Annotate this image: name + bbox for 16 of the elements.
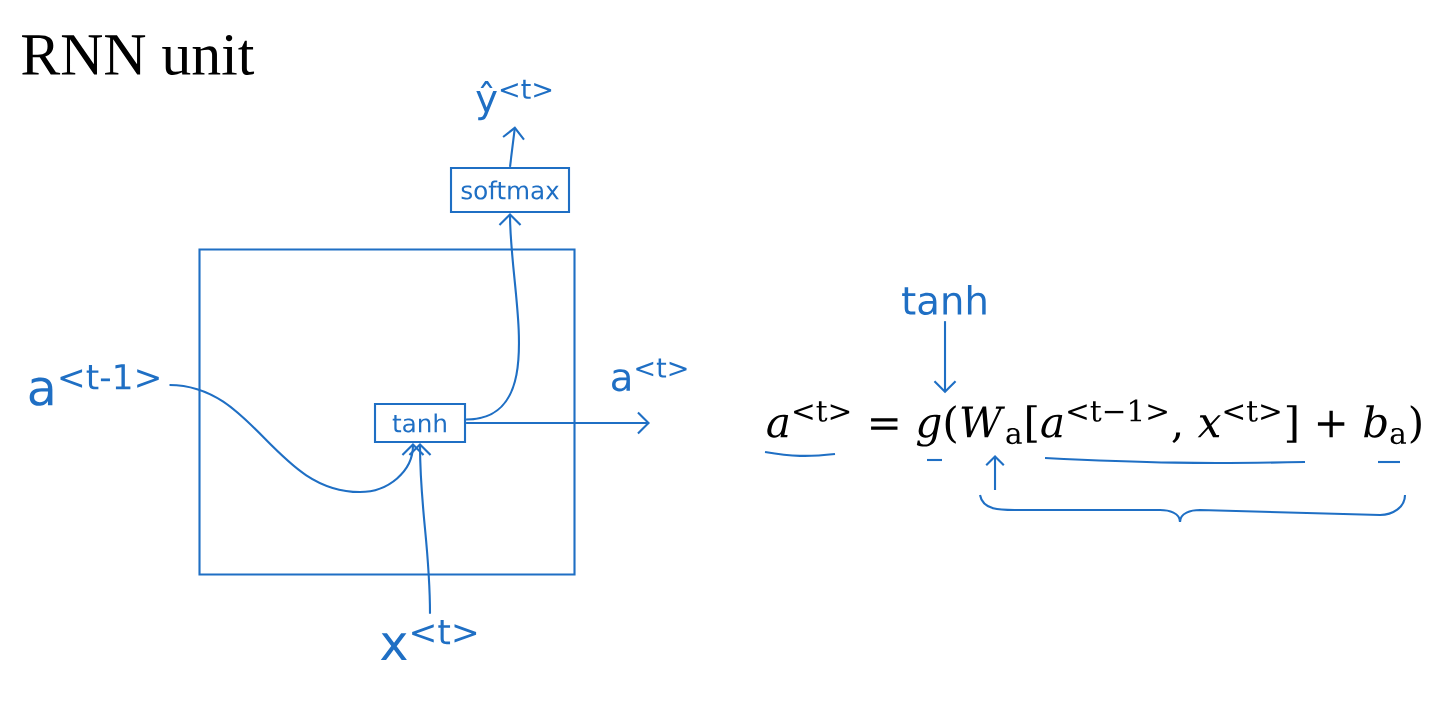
title: RNN unit — [22, 34, 255, 76]
arrow — [408, 443, 432, 614]
label-text: a$^{<t-1>}$ — [29, 364, 159, 406]
arrow — [169, 383, 425, 494]
arrow — [465, 213, 522, 421]
function-box: tanh — [373, 402, 467, 444]
function-box: softmax — [449, 166, 571, 214]
label-text: a$^{<t>}$ — [612, 358, 687, 392]
unit-box — [198, 248, 576, 576]
leader-line — [933, 321, 957, 394]
arrow — [466, 411, 650, 435]
label-text: x$^{<t>}$ — [380, 619, 477, 660]
label-text: tanh — [902, 285, 986, 315]
arrow — [502, 126, 525, 168]
label-text: ŷ$^{<t>}$ — [476, 79, 552, 121]
label-text: a$^{<t>}$ = g(W$_{a}$[a$^{<t−1>}$, x$^{<t>}$] + b$_{a}$) — [767, 399, 1421, 447]
